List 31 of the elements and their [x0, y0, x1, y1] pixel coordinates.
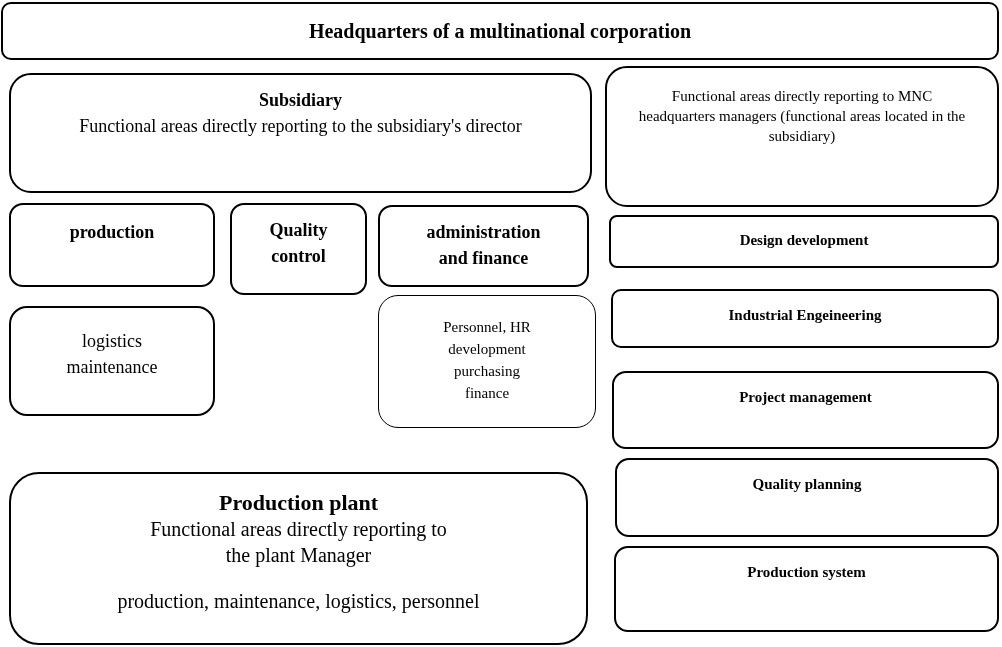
rounded-box: [1, 2, 999, 60]
rounded-box: [615, 458, 999, 537]
box-text: Production system: [747, 563, 866, 582]
box-text: Functional areas directly reporting to MNC headquarters managers (functional areas located in the subsidiary): [637, 87, 967, 146]
box-text: Quality control: [268, 219, 329, 268]
rounded-box: [9, 73, 592, 193]
box-text: Industrial Engeineering: [728, 306, 882, 325]
box-text: Functional areas directly reporting to the subsidiary's director: [79, 115, 522, 138]
box-text: Design development: [739, 231, 869, 250]
box-heading: Subsidiary: [258, 89, 342, 112]
box-heading: Production plant: [218, 490, 379, 516]
box-text: production: [69, 221, 155, 244]
rounded-box: [605, 66, 999, 207]
rounded-box: [612, 371, 999, 449]
rounded-box: [378, 205, 589, 287]
box-text: Quality planning: [752, 475, 862, 494]
rounded-box: [378, 295, 596, 428]
box-text: Functional areas directly reporting to the plant Manager: [149, 517, 448, 568]
rounded-box: [9, 472, 588, 645]
rounded-box: [611, 289, 999, 348]
box-text: Personnel, HR development purchasing finance: [442, 318, 532, 403]
box-text: logistics maintenance: [65, 330, 159, 379]
rounded-box: [230, 203, 367, 295]
rounded-box: [9, 203, 215, 287]
box-text: Headquarters of a multinational corporation: [308, 19, 692, 45]
box-text: administration and finance: [425, 221, 542, 270]
box-text: Project management: [739, 388, 872, 407]
box-text: production, maintenance, logistics, personnel: [117, 589, 480, 614]
rounded-box: [9, 306, 215, 416]
rounded-box: [614, 546, 999, 632]
rounded-box: [609, 215, 999, 268]
